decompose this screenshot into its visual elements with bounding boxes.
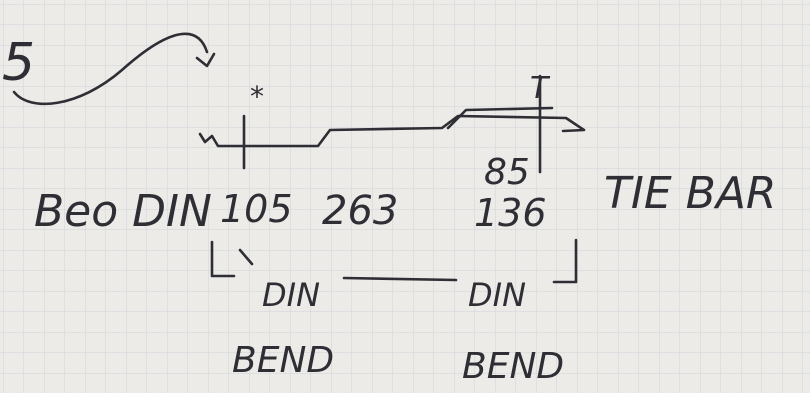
middle-line [342, 276, 458, 282]
bar-top-layer [446, 106, 554, 130]
left-tick [238, 248, 254, 266]
dimension-136: 136 [474, 191, 547, 235]
curved-arrow-head [195, 52, 216, 68]
din-left-label: DIN [262, 276, 320, 314]
curved-arrow [12, 32, 209, 106]
din-right-label: DIN [468, 276, 526, 314]
star-mark: * [250, 80, 264, 113]
bend-right-label: BEND [462, 346, 564, 387]
dimension-263: 263 [322, 188, 398, 234]
bend-left-label: BEND [232, 340, 334, 381]
right-bracket [552, 238, 578, 284]
tie-bar-label: TIE BAR [604, 168, 777, 219]
bar-profile [198, 114, 586, 148]
t-mark: T [530, 71, 551, 106]
beo-din-label: Beo DIN [34, 186, 212, 237]
left-bracket [210, 240, 236, 278]
dimension-85: 85 [484, 152, 530, 193]
margin-number-label: 5 [2, 33, 35, 93]
dimension-105: 105 [220, 187, 293, 231]
